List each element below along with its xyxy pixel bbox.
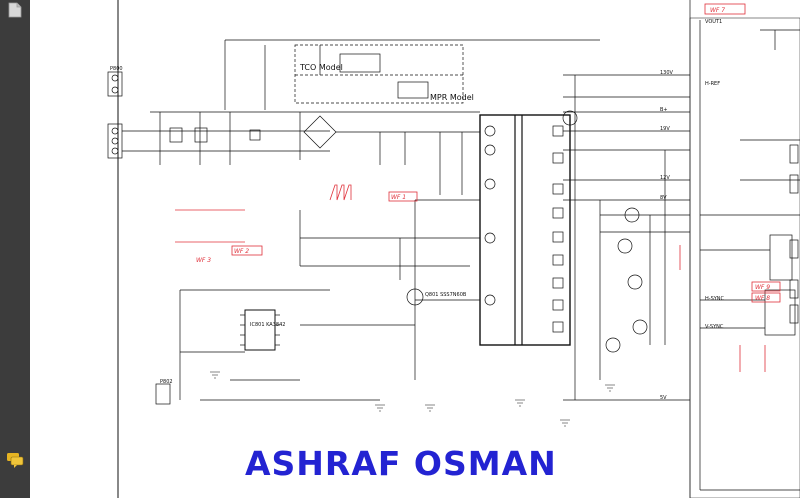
tco-model-label: TCO Model <box>299 63 343 72</box>
rail-130v-label: 130V <box>660 70 674 76</box>
waveform-wf8-label: WF 8 <box>755 295 770 302</box>
output-vout1-label: VOUT1 <box>705 19 722 25</box>
output-href-label: H-REF <box>705 81 720 87</box>
waveform-wf1-label: WF 1 <box>391 194 406 201</box>
output-hsync-label: H-SYNC <box>705 296 725 302</box>
rail-12v-label: 12V <box>660 175 670 181</box>
rail-bplus-label: B+ <box>660 107 668 113</box>
viewer-sidebar <box>0 0 31 498</box>
comment-icon[interactable] <box>6 452 24 468</box>
connector-p800-label: P800 <box>110 66 123 72</box>
ic801-label: IC801 KA3842 <box>250 322 285 328</box>
q801-label: Q801 SSS7N60B <box>425 292 467 298</box>
rail-8v-label: 8V <box>660 195 667 201</box>
output-vsync-label: V-SYNC <box>705 324 724 330</box>
waveform-wf9-label: WF 9 <box>755 284 770 291</box>
rail-19v-label: 19V <box>660 126 670 132</box>
rail-5v-label: 5V <box>660 395 667 401</box>
connector-p802-label: P802 <box>160 379 173 385</box>
schematic-sheet: TCO Model MPR Model P800 P802 IC801 KA38… <box>30 0 800 498</box>
power-supply-schematic: TCO Model MPR Model P800 P802 IC801 KA38… <box>107 0 800 498</box>
mpr-model-label: MPR Model <box>430 93 474 102</box>
bookmark-icon[interactable] <box>6 2 24 18</box>
waveform-wf7-label: WF 7 <box>710 7 725 14</box>
waveform-wf2-label: WF 2 <box>234 248 249 255</box>
waveform-wf3-label: WF 3 <box>196 257 211 264</box>
signature-watermark: ASHRAF OSMAN <box>245 444 557 483</box>
